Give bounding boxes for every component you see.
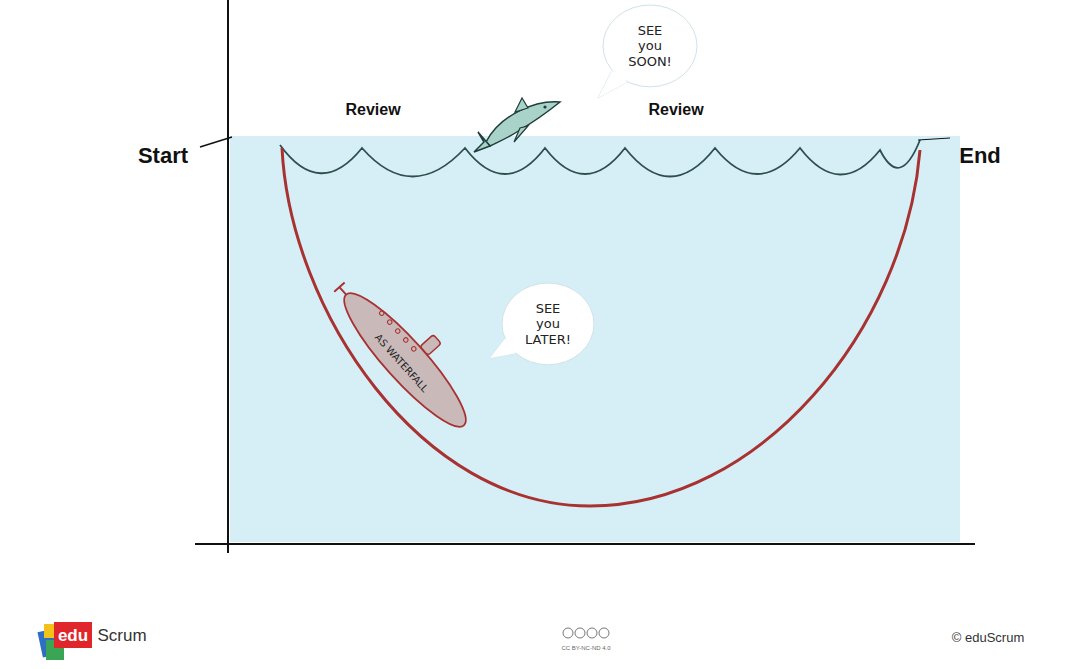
y-axis — [227, 0, 229, 553]
x-axis — [195, 543, 975, 545]
start-tick — [200, 137, 232, 147]
speech-text: SEE you SOON! — [602, 23, 698, 70]
waterfall-curve — [282, 148, 920, 506]
dolphin — [474, 98, 560, 152]
copyright-label: © eduScrum — [952, 630, 1024, 645]
eduscrum-logo-mark — [37, 622, 92, 660]
speech-text: SEE you LATER! — [501, 301, 595, 348]
speech-bubble: SEE you LATER! — [501, 282, 595, 366]
speech-bubble: SEE you SOON! — [602, 4, 698, 88]
logo-edu: edu — [58, 626, 88, 646]
water — [230, 136, 960, 542]
start-label: Start — [138, 143, 188, 169]
logo-scrum: Scrum — [97, 626, 146, 646]
cc-badge — [563, 628, 609, 638]
license-text: CC BY-NC-ND 4.0 — [561, 645, 610, 651]
review-label: Review — [345, 101, 400, 119]
waves — [280, 140, 920, 177]
end-tick — [918, 138, 950, 140]
end-label: End — [959, 143, 1001, 169]
review-label: Review — [648, 101, 703, 119]
